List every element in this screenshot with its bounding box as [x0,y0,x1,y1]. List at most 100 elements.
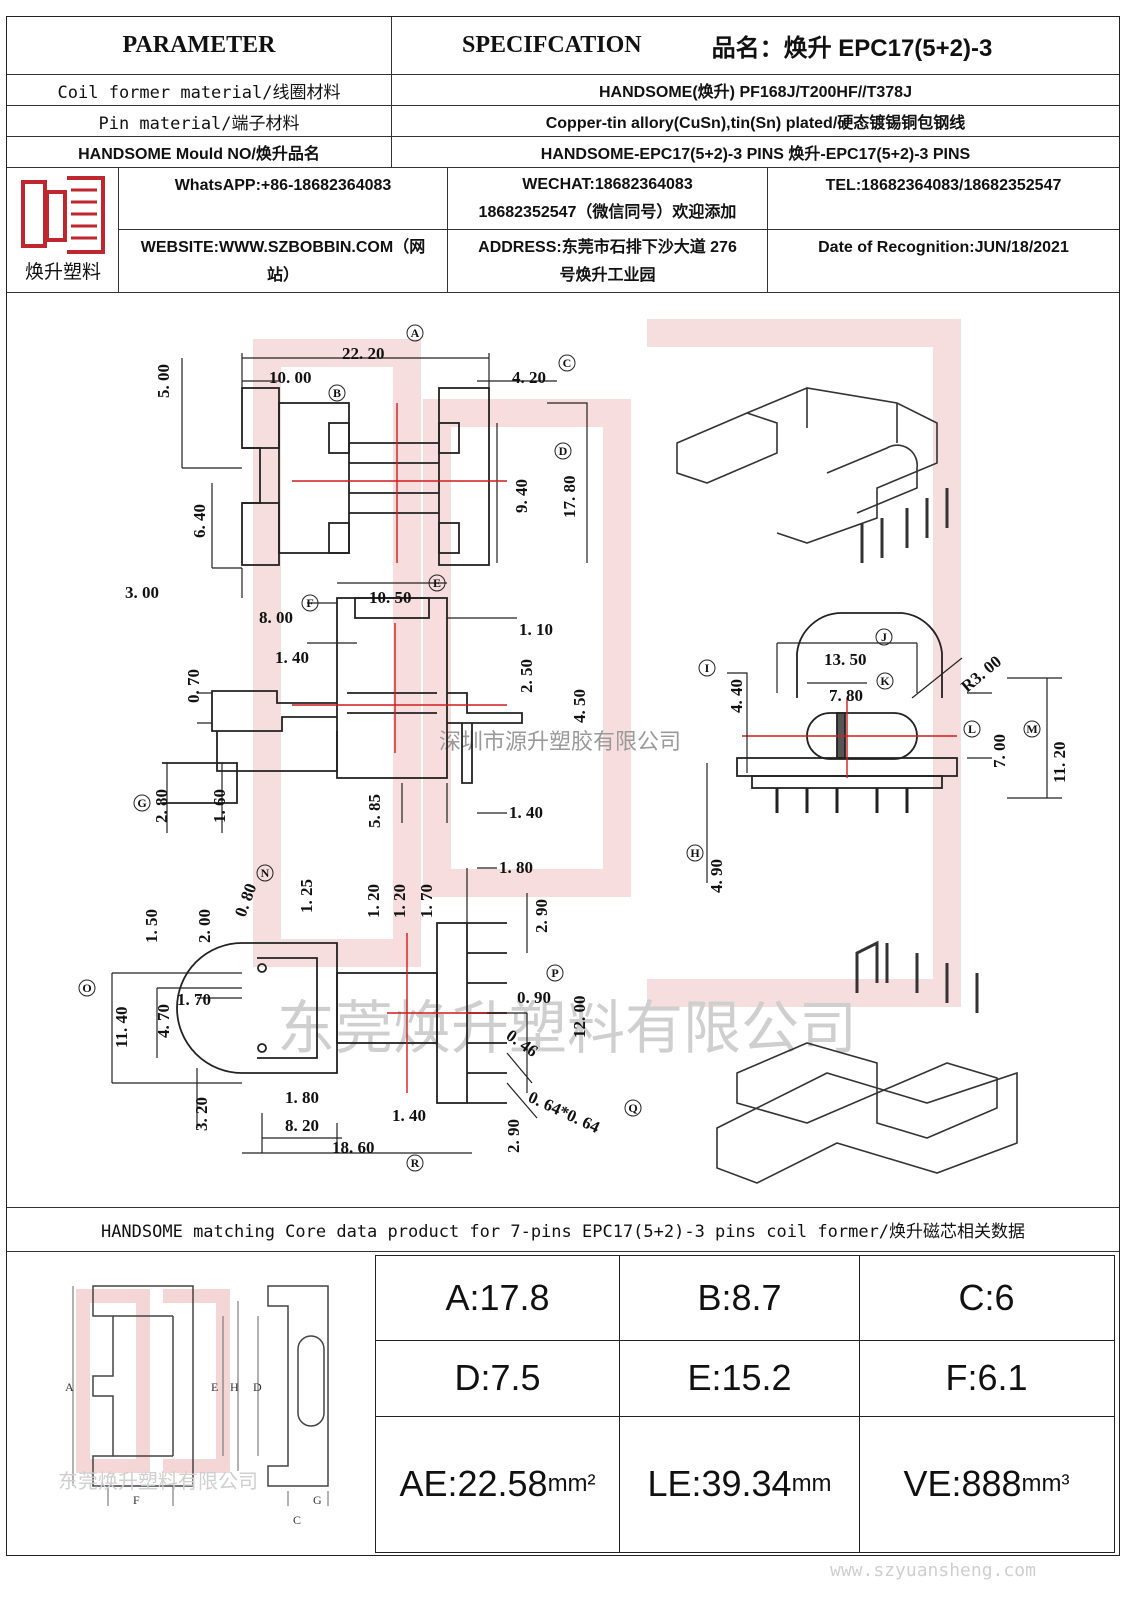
svg-text:R: R [411,1156,420,1170]
ref-label-d: D [554,442,572,460]
core-drawing: A E H D F C G 东莞焕升塑料有限公司 [58,1285,329,1527]
param-label: Pin material/端子材料 [98,113,300,134]
website-line1[interactable]: WEBSITE:WWW.SZBOBBIN.COM（网 [140,238,426,256]
address-line2: 号焕升工业园 [559,266,656,284]
dim-2-90-b: 2. 90 [504,1119,523,1153]
dim-4-20: 4. 20 [512,368,546,387]
spec-sheet: PARAMETER SPECIFCATION 品名： 焕升 EPC17(5+2)… [6,16,1120,1556]
address-line1: ADDRESS:东莞市石排下沙大道 276 [478,238,737,256]
core-cell-d: D:7.5 [454,1357,541,1398]
ref-label-k: K [876,672,894,690]
ref-label-o: O [78,979,96,997]
svg-text:N: N [261,866,270,880]
core-row: D:7.5 E:15.2 F:6.1 [376,1340,1114,1416]
dim-1-10: 1. 10 [519,620,553,639]
svg-text:K: K [880,674,890,688]
dim-2-50: 2. 50 [517,659,536,693]
dim-22-20: 22. 20 [342,344,385,363]
ref-label-p: P [546,964,564,982]
wechat: WECHAT:18682364083 18682352547（微信同号）欢迎添加 [447,168,767,230]
core-data-table: A:17.8 B:8.7 C:6 D:7.5 E:15.2 F:6.1 AE:2… [375,1255,1115,1553]
ref-label-b: B [328,384,346,402]
ref-label-j: J [875,628,893,646]
param-row: Coil former material/线圈材料 HANDSOME(焕升) P… [7,75,1119,106]
ref-label-n: N [256,864,274,882]
dim-1-70-b: 1. 70 [177,990,211,1009]
core-cell-b: B:8.7 [619,1256,859,1340]
core-label-g: G [313,1493,322,1507]
dim-18-60: 18. 60 [332,1138,375,1157]
ref-label-a: A [406,324,424,342]
core-label-h: H [230,1380,239,1394]
dim-1-80-b: 1. 80 [285,1088,319,1107]
dim-2-00: 2. 00 [195,909,214,943]
core-cell-f: F:6.1 [859,1340,1113,1416]
website: WEBSITE:WWW.SZBOBBIN.COM（网 站） [119,230,447,293]
param-value: Copper-tin allory(CuSn),tin(Sn) plated/硬… [391,106,1119,136]
dim-1-50: 1. 50 [142,909,161,943]
ref-label-e: E [428,574,446,592]
core-label-c: C [293,1513,301,1527]
svg-text:P: P [551,966,558,980]
dim-11-40: 11. 40 [112,1006,131,1048]
core-cell-a: A:17.8 [445,1277,550,1318]
watermark-top: 深圳市源升塑胶有限公司 [439,730,681,755]
svg-text:M: M [1026,722,1037,736]
svg-text:F: F [306,596,313,610]
svg-text:Q: Q [628,1101,637,1115]
param-row: HANDSOME Mould NO/焕升品名 HANDSOME-EPC17(5+… [7,137,1119,168]
dim-8-00: 8. 00 [259,608,293,627]
dim-13-50: 13. 50 [824,650,867,669]
contact-block: 焕升塑料 WhatsAPP:+86-18682364083 WECHAT:186… [7,168,1119,293]
svg-text:I: I [705,661,710,675]
product-name: 焕升 EPC17(5+2)-3 [783,35,993,62]
dim-0-90: 0. 90 [517,988,551,1007]
wechat-line1: WECHAT:18682364083 [522,175,693,193]
ref-label-g: G [133,794,151,812]
ref-label-i: I [698,659,716,677]
specification-heading: SPECIFCATION [462,32,642,58]
dim-17-80: 17. 80 [560,476,579,519]
technical-drawing: 深圳市源升塑胶有限公司 东莞焕升塑料有限公司 [7,293,1119,1208]
svg-text:H: H [690,846,700,860]
core-data-section: A E H D F C G 东莞焕升塑料有限公司 A:17.8 B:8.7 C:… [7,1252,1119,1557]
ref-label-h: H [686,844,704,862]
dim-3-20: 3. 20 [192,1097,211,1131]
dim-1-40-c: 1. 40 [392,1106,426,1125]
dim-r3-00: R3. 00 [957,652,1005,696]
svg-text:O: O [82,981,91,995]
dim-2-80: 2. 80 [152,789,171,823]
svg-text:A: A [411,326,420,340]
watermark-bottom: 东莞焕升塑料有限公司 [277,994,857,1062]
dim-6-40: 6. 40 [190,504,209,538]
ae-unit: mm² [547,1470,596,1497]
param-value: HANDSOME-EPC17(5+2)-3 PINS 焕升-EPC17(5+2)… [391,137,1119,167]
dim-11-20: 11. 20 [1050,741,1069,783]
param-label: Coil former material/线圈材料 [57,82,341,103]
header-row: PARAMETER SPECIFCATION 品名： 焕升 EPC17(5+2)… [7,17,1119,75]
dim-4-90: 4. 90 [707,859,726,893]
whatsapp: WhatsAPP:+86-18682364083 [119,168,447,230]
core-watermark: 东莞焕升塑料有限公司 [58,1469,258,1493]
spec-heading-cell: SPECIFCATION 品名： 焕升 EPC17(5+2)-3 [391,17,1119,74]
dim-9-40: 9. 40 [512,479,531,513]
footer-url: www.szyuansheng.com [830,1560,1036,1581]
dim-5-00: 5. 00 [154,364,173,398]
dim-1-80-a: 1. 80 [499,858,533,877]
address: ADDRESS:东莞市石排下沙大道 276 号焕升工业园 [447,230,767,293]
dim-0-64: 0. 64*0. 64 [525,1087,603,1137]
ae-value: AE:22.58 [399,1463,548,1504]
core-cell-c: C:6 [859,1256,1113,1340]
recognition-date: Date of Recognition:JUN/18/2021 [767,230,1119,293]
website-line2: 站） [266,266,299,284]
wechat-line2: 18682352547（微信同号）欢迎添加 [478,203,737,221]
dim-1-20-a: 1. 20 [364,884,383,918]
param-row: Pin material/端子材料 Copper-tin allory(CuSn… [7,106,1119,137]
svg-text:J: J [881,630,887,644]
svg-text:D: D [559,444,568,458]
core-label-d: D [253,1380,262,1394]
core-label-e: E [211,1380,218,1394]
